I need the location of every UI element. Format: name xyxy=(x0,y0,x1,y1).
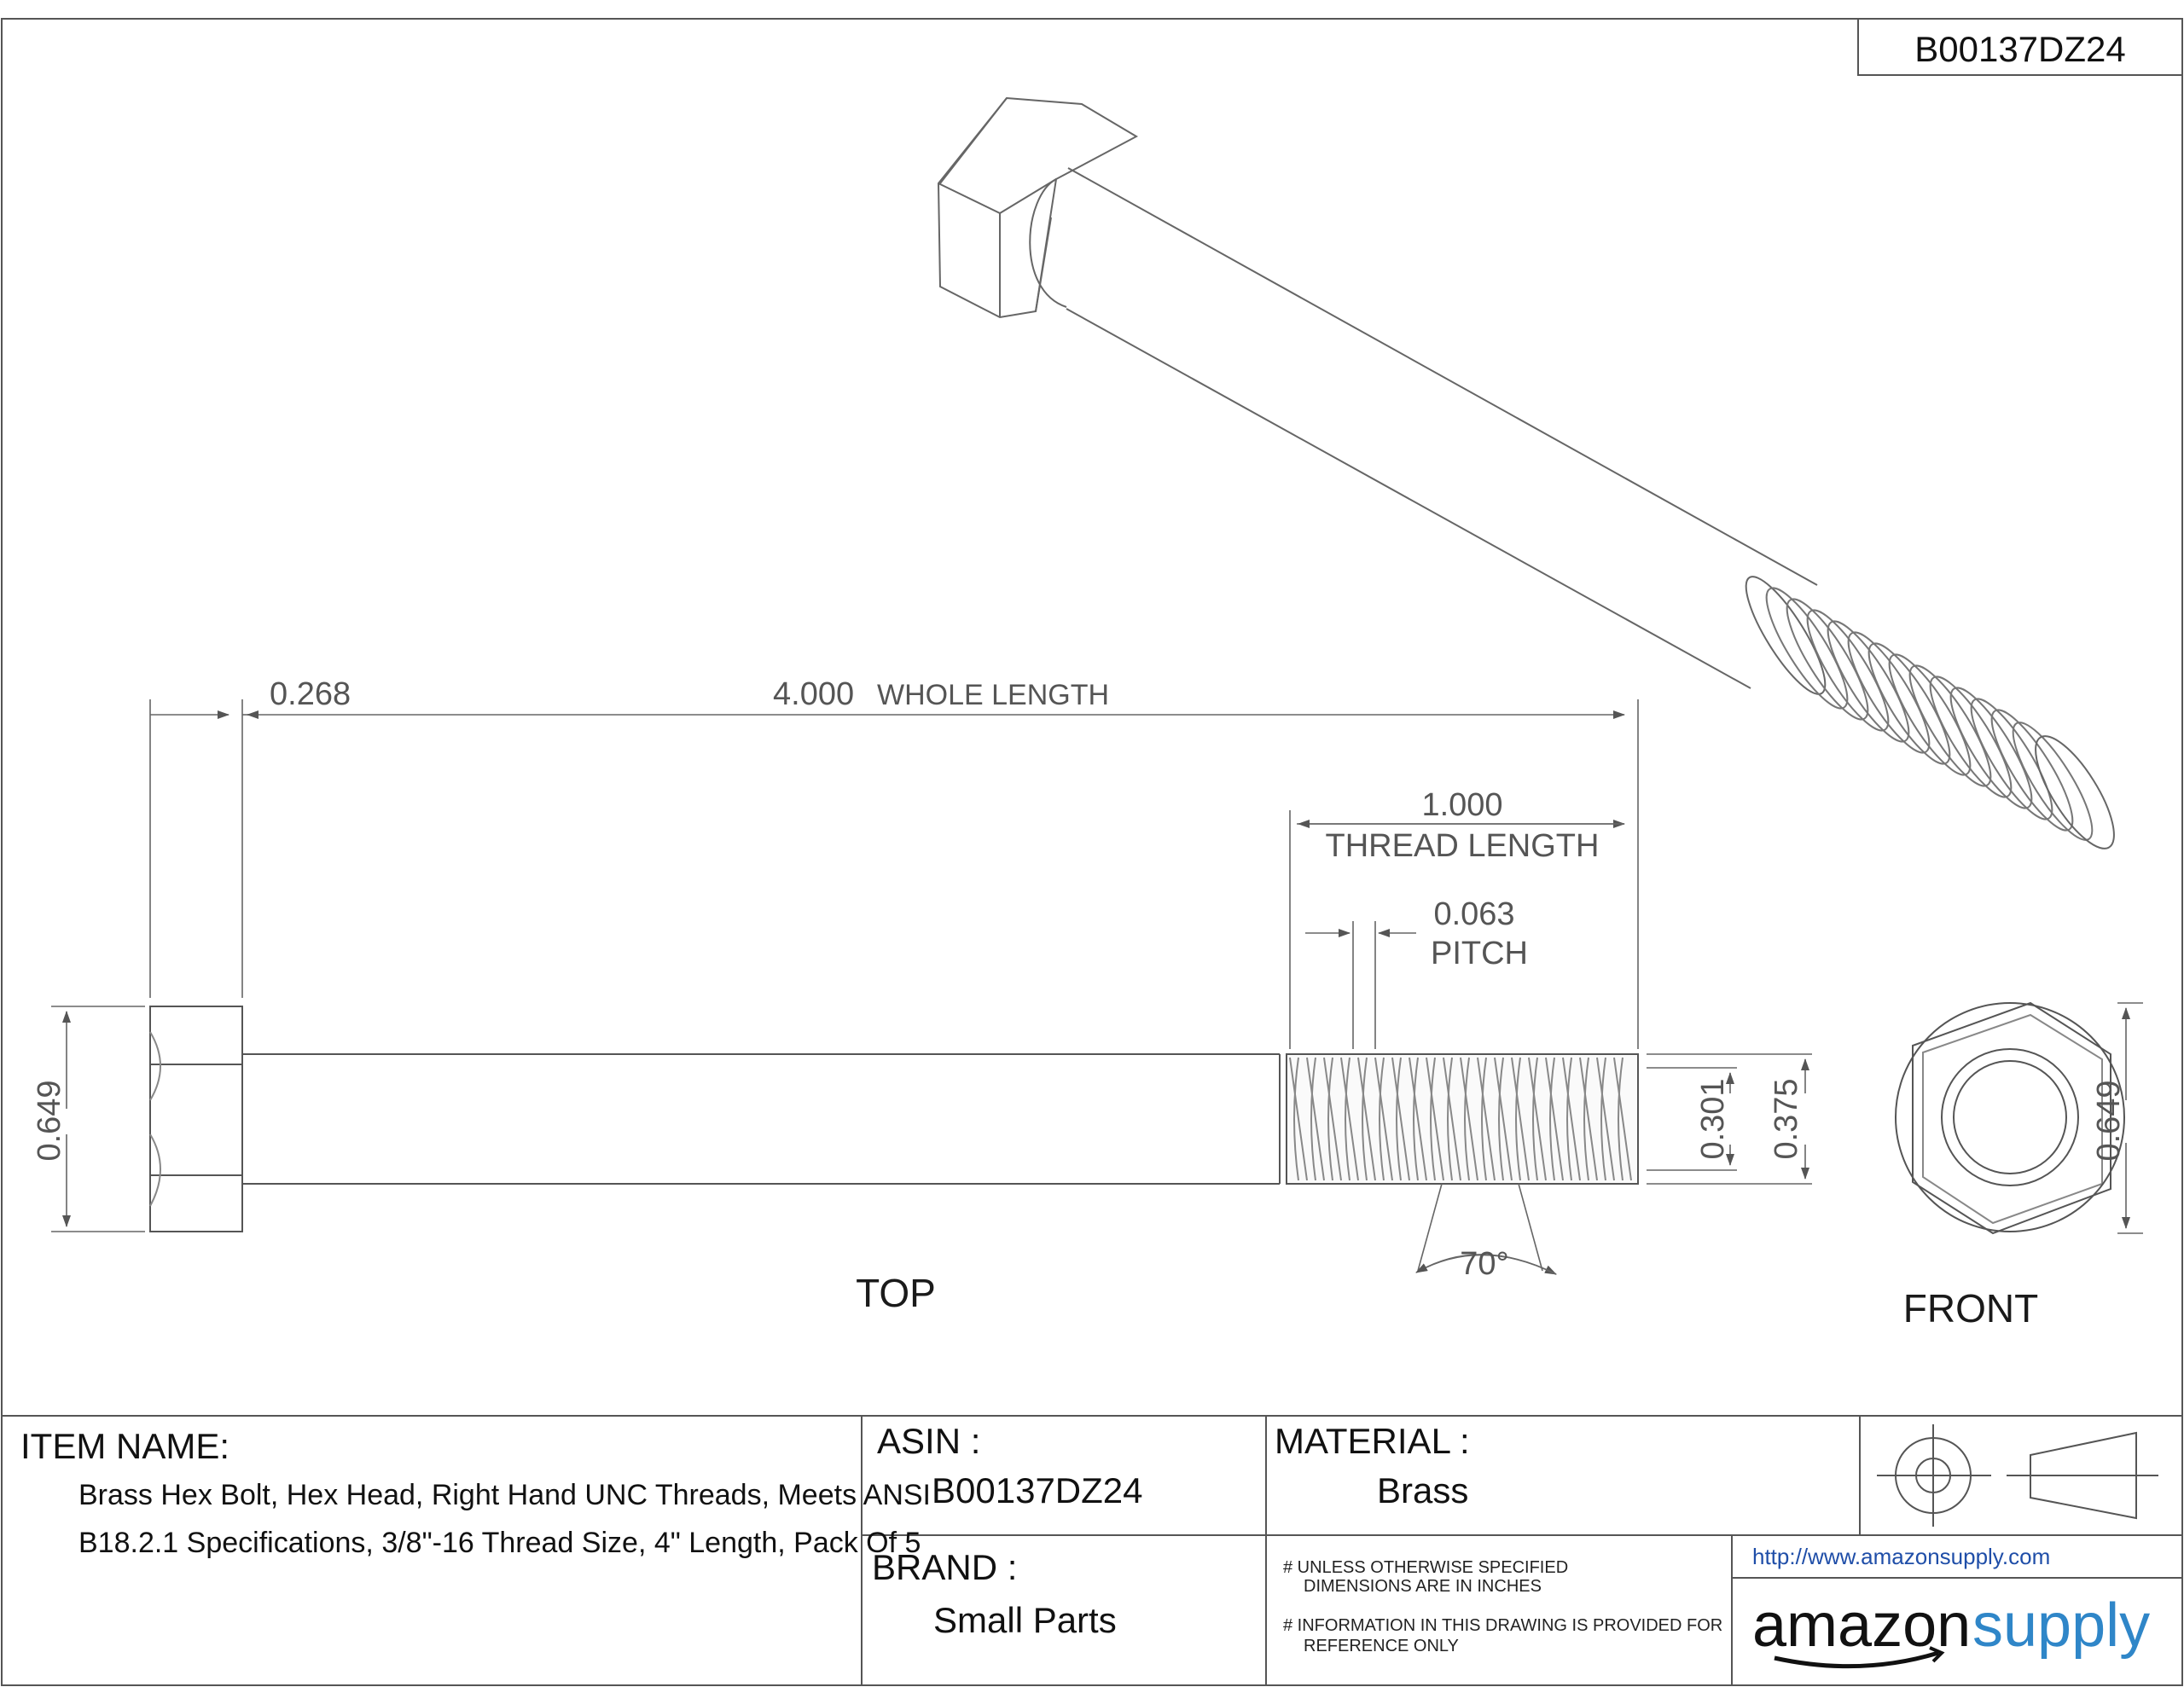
brand-label: BRAND : xyxy=(872,1547,1017,1587)
dim-whole-length-label: WHOLE LENGTH xyxy=(877,679,1109,711)
projection-symbol-icon xyxy=(1877,1424,2158,1527)
material-value: Brass xyxy=(1377,1470,1468,1510)
title-block xyxy=(2,1415,2182,1685)
dim-minor-diameter: 0.301 xyxy=(1695,1078,1731,1159)
view-label-front: FRONT xyxy=(1903,1286,2038,1330)
dim-pitch-label: PITCH xyxy=(1431,936,1528,971)
dim-whole-length-value: 4.000 xyxy=(773,676,854,712)
logo-supply-text: supply xyxy=(1972,1591,2150,1660)
asin-label: ASIN : xyxy=(877,1421,980,1461)
dim-thread-length-label: THREAD LENGTH xyxy=(1326,828,1600,864)
dimension-lines xyxy=(51,699,1812,1275)
part-code-box: B00137DZ24 xyxy=(1857,18,2183,76)
dim-thread-angle: 70° xyxy=(1460,1246,1508,1282)
top-threads xyxy=(1289,1057,1632,1181)
dim-head-width-front: 0.649 xyxy=(2091,1080,2127,1161)
drawing-border xyxy=(1,18,2183,1686)
brand-value: Small Parts xyxy=(933,1600,1117,1640)
iso-threads xyxy=(1765,587,2094,841)
note-reference-line1: # INFORMATION IN THIS DRAWING IS PROVIDE… xyxy=(1283,1616,1722,1635)
asin-value: B00137DZ24 xyxy=(932,1470,1143,1510)
website-url[interactable]: http://www.amazonsupply.com xyxy=(1752,1544,2050,1569)
note-units-line1: # UNLESS OTHERWISE SPECIFIED xyxy=(1283,1558,1568,1577)
isometric-bolt-view xyxy=(937,96,2115,849)
front-view xyxy=(1895,1001,2143,1235)
material-label: MATERIAL : xyxy=(1275,1421,1470,1461)
amazonsupply-logo: amazon supply xyxy=(1752,1591,2150,1669)
dim-head-width-top: 0.649 xyxy=(32,1080,67,1161)
note-units-line2: DIMENSIONS ARE IN INCHES xyxy=(1304,1577,1542,1596)
top-view xyxy=(149,1006,1639,1232)
note-reference-line2: REFERENCE ONLY xyxy=(1304,1637,1459,1655)
logo-smile-icon xyxy=(1774,1650,1939,1669)
item-name-line1: Brass Hex Bolt, Hex Head, Right Hand UNC… xyxy=(78,1479,931,1511)
dim-major-diameter: 0.375 xyxy=(1769,1078,1804,1159)
part-code: B00137DZ24 xyxy=(1914,29,2126,69)
dim-pitch-value: 0.063 xyxy=(1433,896,1514,932)
dim-thread-length-value: 1.000 xyxy=(1421,787,1502,823)
dim-head-height: 0.268 xyxy=(270,676,351,712)
item-name-label: ITEM NAME: xyxy=(20,1426,229,1466)
view-label-top: TOP xyxy=(856,1271,936,1315)
item-name-line2: B18.2.1 Specifications, 3/8"-16 Thread S… xyxy=(78,1527,921,1559)
